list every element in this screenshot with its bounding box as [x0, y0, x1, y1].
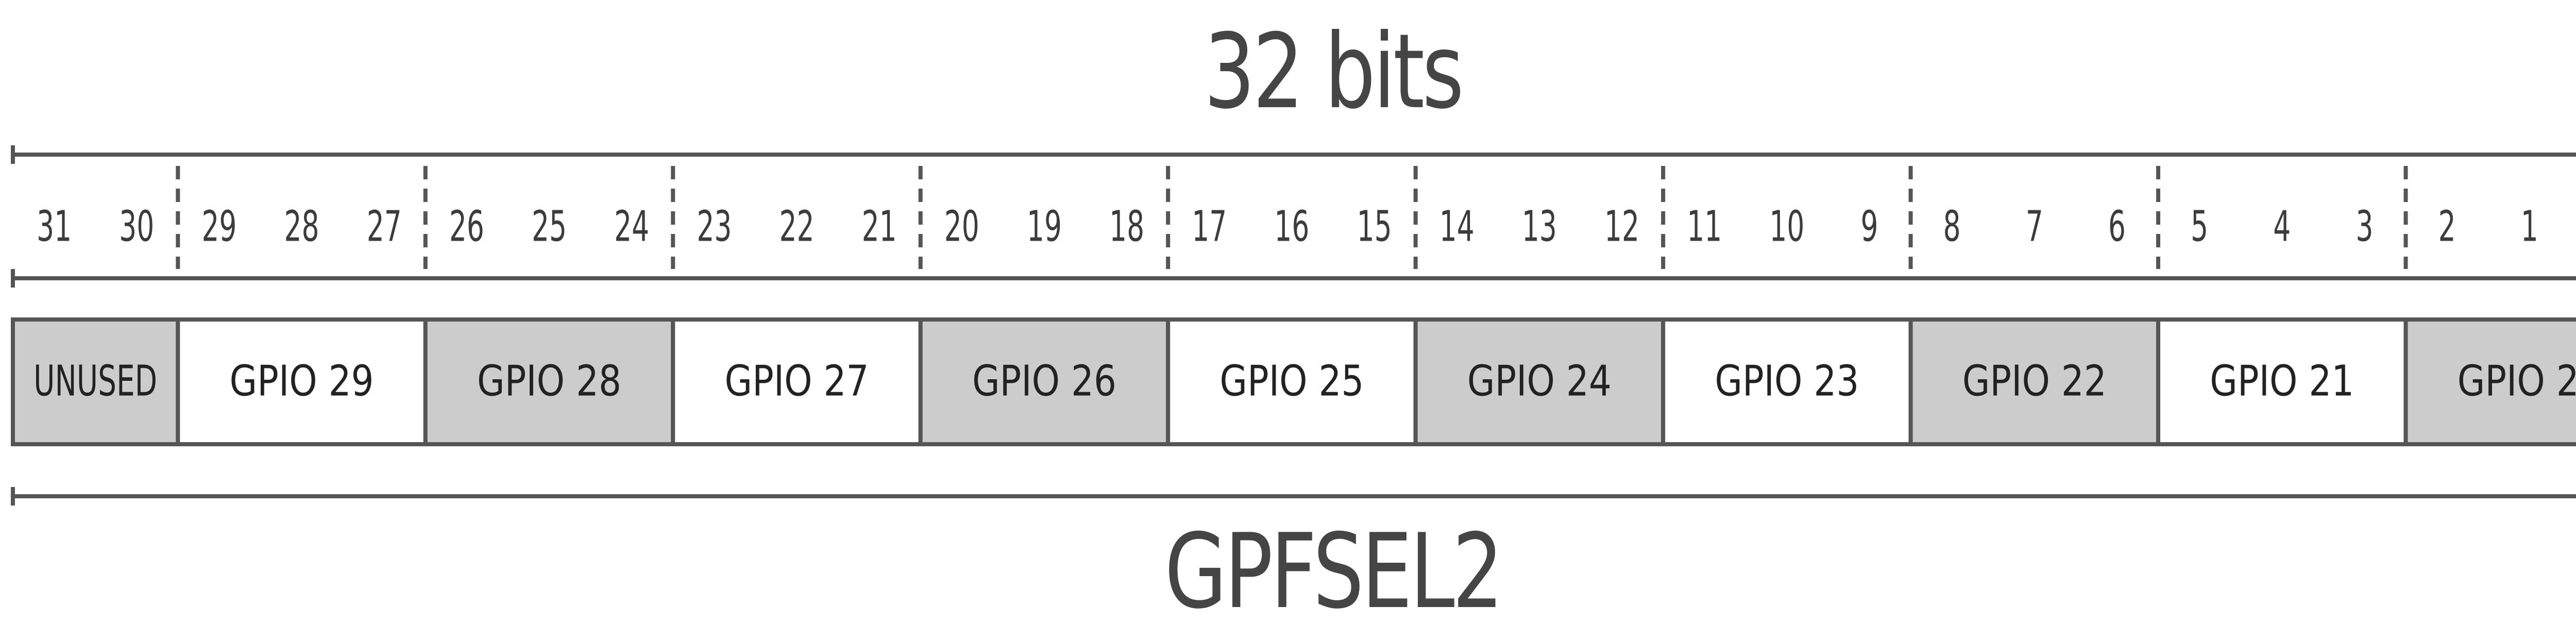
field-box: [1908, 317, 2161, 446]
bit-number: 30: [119, 202, 154, 251]
bit-number: 13: [1522, 202, 1557, 251]
field-label: GPIO 29: [230, 357, 374, 406]
field-box: [11, 317, 180, 446]
bit-number: 25: [532, 202, 567, 251]
bit-number: 23: [697, 202, 732, 251]
field-box: [918, 317, 1171, 446]
field-box: [671, 317, 923, 446]
bit-number: 20: [944, 202, 979, 251]
bit-number: 11: [1687, 202, 1722, 251]
bit-number: 2: [2438, 202, 2456, 251]
field-label: GPIO 21: [2210, 357, 2354, 406]
bit-number: 1: [2521, 202, 2538, 251]
bit-number: 9: [1861, 202, 1878, 251]
field-label: GPIO 26: [972, 357, 1116, 406]
bit-number: 27: [367, 202, 402, 251]
bit-number: 19: [1027, 202, 1062, 251]
bit-number: 14: [1439, 202, 1475, 251]
field-box: [176, 317, 428, 446]
field-label: GPIO 20: [2458, 357, 2576, 406]
bit-number: 24: [614, 202, 649, 251]
bit-number: 8: [1943, 202, 1961, 251]
field-label: GPIO 27: [724, 357, 869, 406]
bit-number: 21: [862, 202, 897, 251]
bit-number: 3: [2355, 202, 2373, 251]
field-box: [2403, 317, 2576, 446]
bit-number: 5: [2191, 202, 2208, 251]
bit-number: 7: [2026, 202, 2043, 251]
field-label: GPIO 28: [477, 357, 621, 406]
register-name: GPFSEL2: [1164, 512, 1504, 632]
field-label: UNUSED: [33, 357, 157, 406]
bit-number: 18: [1109, 202, 1144, 251]
field-box: [423, 317, 675, 446]
bit-number: 10: [1769, 202, 1804, 251]
field-label: GPIO 24: [1467, 357, 1612, 406]
bit-number: 29: [201, 202, 236, 251]
bit-number: 15: [1357, 202, 1392, 251]
bit-number: 16: [1274, 202, 1309, 251]
bit-number: 17: [1192, 202, 1227, 251]
field-label: GPIO 23: [1715, 357, 1859, 406]
bit-number: 12: [1604, 202, 1639, 251]
bit-number: 22: [779, 202, 814, 251]
field-box: [1413, 317, 1666, 446]
bit-number: 6: [2108, 202, 2126, 251]
field-row: UNUSED GPIO 29 GPIO 28 GPIO 27 GPIO 26 GPIO 2…: [11, 317, 2576, 446]
bit-number: 28: [284, 202, 319, 251]
bit-number: 26: [449, 202, 484, 251]
bit-number: 4: [2273, 202, 2291, 251]
field-label: GPIO 22: [1962, 357, 2107, 406]
bit-number: 31: [37, 202, 72, 251]
field-label: GPIO 25: [1219, 357, 1364, 406]
width-label: 32 bits: [1204, 12, 1464, 132]
